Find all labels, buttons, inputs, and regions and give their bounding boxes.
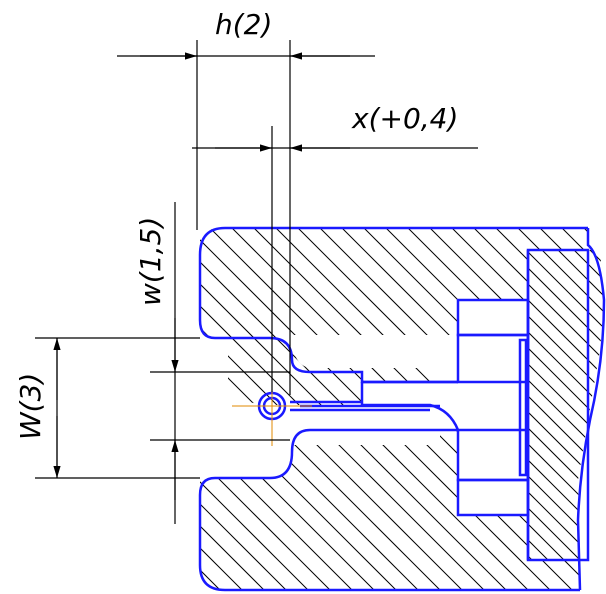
- outer-contour-lower: [198, 428, 580, 592]
- step-block-mid-top: [456, 333, 530, 384]
- outer-contour: [198, 226, 588, 384]
- dimension-lines: [35, 40, 478, 524]
- step-block-top: [456, 298, 530, 337]
- thin-bar: [518, 338, 528, 477]
- dimension-label-w-large: W(3): [14, 373, 47, 440]
- dimension-label-h: h(2): [215, 8, 272, 41]
- step-block-bottom: [456, 478, 530, 517]
- right-break-line: [576, 228, 606, 591]
- part-outline: [198, 226, 606, 592]
- step-block-mid-bottom: [456, 428, 530, 482]
- dimension-label-x: x(+0,4): [351, 102, 458, 135]
- dimension-label-w-small: w(1,5): [134, 217, 167, 306]
- slot-line: [290, 400, 440, 412]
